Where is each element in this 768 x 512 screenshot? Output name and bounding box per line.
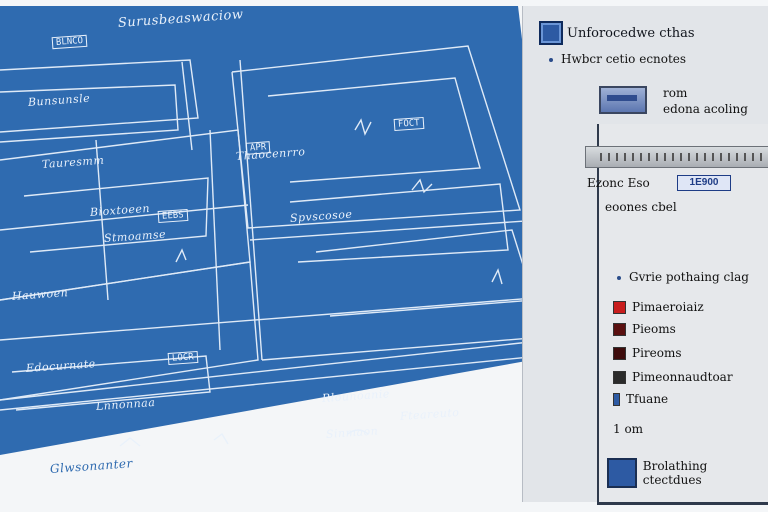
properties-panel: Unforocedwe cthas Hwbcr cetio ecnotes ro… xyxy=(522,6,768,505)
bullet-icon xyxy=(549,57,553,62)
swatch-icon xyxy=(613,346,626,360)
legend-label: Pimaeroiaiz xyxy=(632,300,704,314)
section-heading: Gvrie pothaing clag xyxy=(617,270,749,284)
measurement-sublabel: eoones cbel xyxy=(605,200,677,214)
legend-label: 1 om xyxy=(613,422,644,436)
legend-label: Pieoms xyxy=(632,322,676,336)
blueprint-sheet xyxy=(0,6,560,455)
thumbnail-caption: edona acoling xyxy=(663,102,748,116)
swatch-icon xyxy=(613,392,620,406)
section-heading-text: Gvrie pothaing clag xyxy=(629,270,749,284)
blueprint-tag: FOCT xyxy=(393,116,425,132)
legend-item[interactable]: Tfuane xyxy=(613,392,668,406)
legend-label: Tfuane xyxy=(626,392,669,406)
panel-subtitle: Hwbcr cetio ecnotes xyxy=(549,52,686,66)
legend-item[interactable]: Pireoms xyxy=(613,346,682,360)
footer-label: Brolathing ctectdues xyxy=(642,459,708,487)
blueprint-tag: BLNCO xyxy=(51,34,88,50)
blueprint-canvas[interactable]: Surusbeaswaciow Bunsunsle Tauresmm Bioxt… xyxy=(0,0,600,512)
legend-item[interactable]: 1 om xyxy=(613,422,643,436)
legend-item[interactable]: Pimaeroiaiz xyxy=(613,300,704,314)
thumbnail-caption: rom xyxy=(663,86,688,100)
panel-subtitle-text: Hwbcr cetio ecnotes xyxy=(561,52,687,66)
legend-item[interactable]: Pimeonnaudtoar xyxy=(613,370,733,384)
legend-label: Pimeonnaudtoar xyxy=(632,370,733,384)
app-icon xyxy=(539,21,563,45)
measurement-value-field[interactable]: 1E900 xyxy=(677,175,731,191)
panel-footer[interactable]: Brolathing ctectdues xyxy=(607,458,768,488)
blueprint-tag: APR xyxy=(245,141,271,155)
blueprint-tag: LOCR xyxy=(167,350,199,366)
measurement-ruler[interactable] xyxy=(585,146,768,168)
measurement-label: Ezonc Eso xyxy=(587,176,650,190)
swatch-icon xyxy=(613,370,626,384)
panel-header: Unforocedwe cthas xyxy=(539,20,695,46)
blueprint-tag: EEBS xyxy=(157,208,189,224)
blueprint-drawing xyxy=(0,6,561,455)
legend-label: Pireoms xyxy=(632,346,682,360)
panel-title: Unforocedwe cthas xyxy=(567,25,695,41)
swatch-icon xyxy=(613,322,626,336)
color-block-icon xyxy=(607,458,637,488)
ruler-ticks xyxy=(600,153,766,161)
legend-item[interactable]: Pieoms xyxy=(613,322,676,336)
swatch-icon xyxy=(613,300,626,314)
layer-thumbnail[interactable] xyxy=(599,86,647,114)
bullet-icon xyxy=(617,275,621,280)
